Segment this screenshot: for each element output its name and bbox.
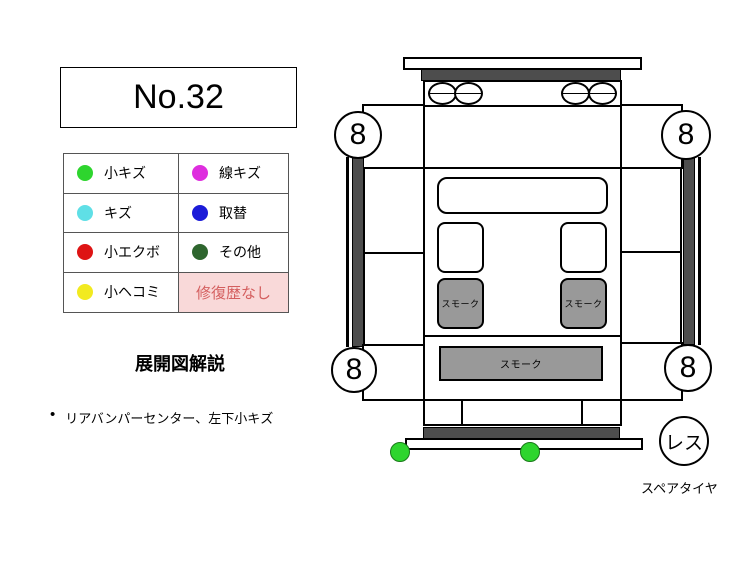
damage-note-text: リアバンパーセンター、左下小キズ [65,411,274,426]
damage-dot-icon [520,442,540,462]
windshield-glass [437,177,608,214]
sheet-number-card: No.32 [60,67,297,128]
color-dot-icon [192,204,208,221]
legend-label: 小エクボ [104,244,160,261]
front-left-window-glass [437,222,484,273]
wheel-rating-value: 8 [677,118,695,151]
legend-label: 小キズ [104,165,146,182]
wheel-rating-front-right: 8 [661,110,711,160]
legend-label: キズ [104,204,132,221]
smoke-label: スモーク [564,299,603,309]
legend-item-small-dent: 小ヘコミ [64,272,179,312]
wheel-rating-rear-left: 8 [331,347,377,393]
front-right-window-glass [560,222,607,273]
smoke-label: スモーク [500,360,542,371]
wheel-rating-rear-right: 8 [664,344,712,392]
spare-tire-badge: レス [659,416,709,466]
tail-light-band [423,399,622,426]
spare-tire-badge-text: レス [664,432,703,454]
color-dot-icon [77,204,93,221]
rear-door-right-panel [620,251,682,344]
left-side-edge-line [346,157,349,347]
legend-label: その他 [219,244,261,261]
tail-band-divider [581,399,583,426]
rear-right-window-smoke: スモーク [560,278,607,329]
diagram-notes-heading: 展開図解説 [135,354,225,374]
right-rocker-panel [683,157,695,345]
wheel-rating-value: 8 [679,351,697,384]
legend-item-scratch: キズ [64,193,179,233]
wheel-rating-value: 8 [349,118,367,151]
color-dot-icon [192,165,208,182]
color-dot-icon [77,284,93,301]
damage-dot-icon [390,442,410,462]
damage-note-item: • リアバンパーセンター、左下小キズ [50,406,350,427]
legend-label: 取替 [219,204,247,221]
bullet-icon: • [50,406,56,423]
rear-glass-smoke: スモーク [439,346,603,381]
legend-item-small-dimple: 小エクボ [64,233,179,273]
legend-item-no-repair-history: 修復歴なし [179,272,288,312]
legend-label: 線キズ [219,165,261,182]
headlight-icon [588,82,617,105]
hood-panel [423,105,622,169]
legend-item-other: その他 [179,233,288,273]
legend-item-small-scratch: 小キズ [64,154,179,194]
smoke-label: スモーク [441,299,480,309]
legend-item-replaced: 取替 [179,194,288,233]
legend-item-line-scratch: 線キズ [179,154,288,194]
color-dot-icon [77,244,93,261]
color-dot-icon [77,165,93,182]
tail-band-divider [461,399,463,426]
legend-table: 小キズ 線キズ キズ 取替 小エクボ その他 小ヘコミ 修復歴なし [63,153,289,313]
right-side-edge-line [698,157,701,345]
headlight-icon [454,82,483,105]
sheet-number: No.32 [133,78,224,116]
legend-label: 小ヘコミ [104,284,160,301]
headlight-icon [561,82,590,105]
no-repair-label: 修復歴なし [195,284,271,302]
wheel-rating-front-left: 8 [334,111,382,159]
wheel-rating-value: 8 [345,353,363,386]
rear-door-left-panel [363,252,425,346]
front-door-right-panel [620,167,682,253]
color-dot-icon [192,244,208,261]
headlight-icon [428,82,457,105]
spare-tire-label: スペアタイヤ [641,481,718,496]
front-door-left-panel [363,167,425,254]
rear-left-window-smoke: スモーク [437,278,484,329]
